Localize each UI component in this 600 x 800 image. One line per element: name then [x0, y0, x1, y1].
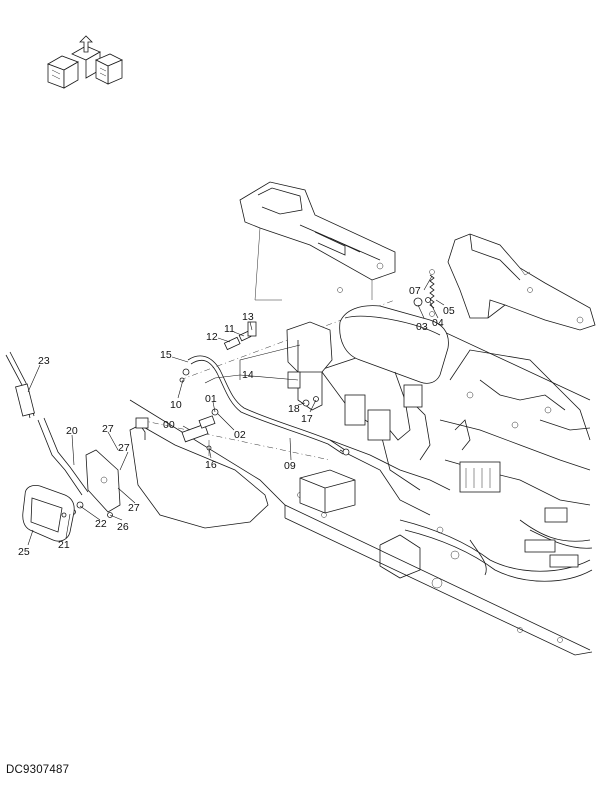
armrest: [339, 305, 449, 461]
part-label-11: 11: [224, 323, 235, 335]
part-label-13: 13: [242, 311, 254, 323]
part-label-05: 05: [443, 305, 455, 317]
excavator-location-thumbnail-icon: [47, 35, 123, 89]
console-top-cover: [239, 181, 396, 301]
part-label-22: 22: [95, 518, 107, 530]
part-label-21: 21: [58, 539, 70, 551]
part-label-12: 12: [206, 331, 218, 343]
return-spring: [413, 269, 435, 317]
right-mechanism: [379, 349, 593, 582]
part-label-27-upper: 27: [102, 423, 114, 435]
part-label-15: 15: [160, 349, 172, 361]
part-label-16: 16: [205, 459, 217, 471]
lower-cover: [129, 417, 269, 529]
part-label-07: 07: [409, 285, 421, 297]
part-label-09: 09: [284, 460, 296, 472]
part-label-25: 25: [18, 546, 30, 558]
part-label-26: 26: [117, 521, 129, 533]
part-label-14: 14: [242, 369, 254, 381]
part-label-17: 17: [301, 413, 313, 425]
part-label-27-middle: 27: [118, 442, 130, 454]
part-label-20: 20: [66, 425, 78, 437]
part-label-02: 02: [234, 429, 246, 441]
leader-lines: [27, 275, 445, 546]
pedal-plate: [70, 449, 121, 518]
part-label-18: 18: [288, 403, 300, 415]
part-label-03: 03: [416, 321, 428, 333]
side-cover-panel: [447, 233, 596, 331]
throttle-cable: [187, 355, 350, 456]
part-label-23: 23: [38, 355, 50, 367]
document-code: DC9307487: [6, 764, 70, 776]
part-label-27-lower: 27: [128, 502, 140, 514]
part-labels: 23 20 27 27 27 25 21 22 26 15 10 14 12 1…: [18, 285, 455, 558]
pedal-pad: [22, 485, 75, 542]
part-label-10: 10: [170, 399, 182, 411]
part-label-00: 00: [163, 419, 175, 431]
part-label-01: 01: [205, 393, 217, 405]
part-label-04: 04: [432, 317, 444, 329]
throttle-lever: [5, 351, 89, 496]
control-box-frame: [286, 321, 451, 516]
